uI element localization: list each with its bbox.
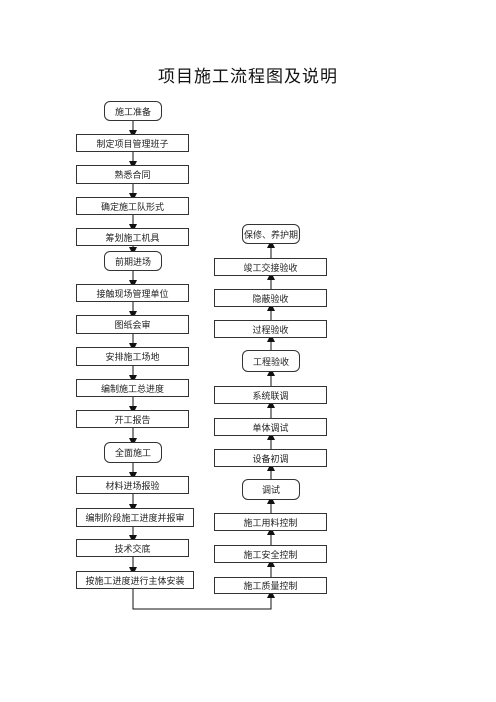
stage-early: 前期进场	[104, 251, 162, 271]
stage-acceptance: 工程验收	[242, 350, 300, 372]
connector-install-to-quality	[132, 589, 275, 610]
step-safety: 施工安全控制	[214, 545, 327, 563]
step-machinery: 筹划施工机具	[76, 228, 189, 246]
step-initial: 设备初调	[214, 449, 327, 467]
step-report: 开工报告	[76, 410, 189, 428]
step-briefing: 技术交底	[76, 539, 189, 557]
step-drawings: 图纸会审	[76, 315, 189, 334]
step-system: 系统联调	[214, 386, 327, 404]
step-process: 过程验收	[214, 320, 327, 338]
step-hidden: 隐蔽验收	[214, 289, 327, 307]
stage-full: 全面施工	[104, 442, 162, 463]
step-team: 制定项目管理班子	[76, 134, 189, 152]
page-title: 项目施工流程图及说明	[158, 67, 338, 87]
step-materials: 材料进场报验	[76, 476, 189, 494]
step-site: 安排施工场地	[76, 347, 189, 366]
step-unit: 单体调试	[214, 418, 327, 436]
step-contact: 接触现场管理单位	[76, 284, 189, 302]
stage-maintenance: 保修、养护期	[242, 224, 300, 244]
stage-debug: 调试	[242, 479, 300, 500]
step-form: 确定施工队形式	[76, 197, 189, 215]
step-material-control: 施工用料控制	[214, 513, 327, 531]
step-contract: 熟悉合同	[76, 165, 189, 184]
stage-prep: 施工准备	[104, 101, 162, 121]
step-phase-schedule: 编制阶段施工进度并报审	[76, 508, 194, 527]
step-schedule: 编制施工总进度	[76, 379, 189, 397]
step-quality: 施工质量控制	[214, 577, 327, 594]
step-handover: 竣工交接验收	[214, 258, 327, 276]
step-install: 按施工进度进行主体安装	[76, 571, 194, 589]
